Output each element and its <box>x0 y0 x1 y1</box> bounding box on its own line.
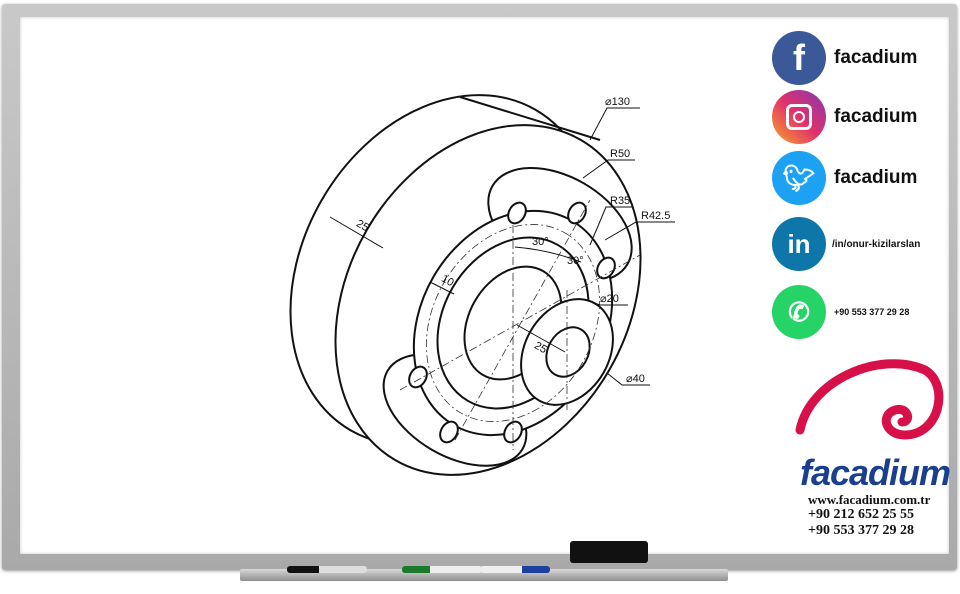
phone-2: +90 553 377 29 28 <box>808 523 914 538</box>
whatsapp-icon: ✆ <box>772 285 826 339</box>
instagram-link[interactable]: facadium <box>772 90 917 144</box>
black-marker[interactable] <box>287 566 367 573</box>
linkedin-label: /in/onur-kizilarslan <box>832 238 921 250</box>
disk-side-top <box>459 96 601 141</box>
dim-thickness: 25 <box>354 218 371 235</box>
dim-d20: ⌀20 <box>600 293 619 305</box>
facebook-link[interactable]: f facadium <box>772 31 917 85</box>
website[interactable]: www.facadium.com.tr <box>808 492 931 507</box>
hub-bore <box>545 326 591 378</box>
green-marker[interactable] <box>402 566 482 573</box>
twitter-icon: 🐦︎ <box>772 151 826 205</box>
twitter-label: facadium <box>834 167 918 188</box>
dim-ring: 10 <box>439 273 456 290</box>
facebook-label: facadium <box>834 47 918 68</box>
dim-r42-5: R42.5 <box>641 210 670 222</box>
dim-r50: R50 <box>610 148 630 160</box>
blue-marker[interactable] <box>480 566 550 573</box>
instagram-label: facadium <box>834 106 918 127</box>
center-lines <box>399 199 641 450</box>
whatsapp-label: +90 553 377 29 28 <box>834 307 910 317</box>
dim-r35: R35 <box>610 195 630 207</box>
dim-d40: ⌀40 <box>626 373 645 385</box>
facebook-icon: f <box>772 31 826 85</box>
bolt-holes <box>408 201 616 444</box>
linkedin-icon: in <box>772 217 826 271</box>
facadium-swirl-logo <box>795 359 944 440</box>
instagram-icon <box>772 90 826 144</box>
brand-name: facadium <box>800 452 951 493</box>
linkedin-link[interactable]: in /in/onur-kizilarslan <box>772 217 920 271</box>
whatsapp-link[interactable]: ✆ +90 553 377 29 28 <box>772 285 909 339</box>
dimension-leaders <box>329 107 675 386</box>
twitter-link[interactable]: 🐦︎ facadium <box>772 151 917 205</box>
dim-d130: ⌀130 <box>605 96 630 108</box>
dim-hub-length: 25 <box>532 340 549 357</box>
dim-angle-1: 30° <box>532 236 549 248</box>
phone-1: +90 212 652 25 55 <box>808 507 914 522</box>
dim-angle-2: 30° <box>567 255 584 267</box>
eraser[interactable] <box>570 541 648 563</box>
